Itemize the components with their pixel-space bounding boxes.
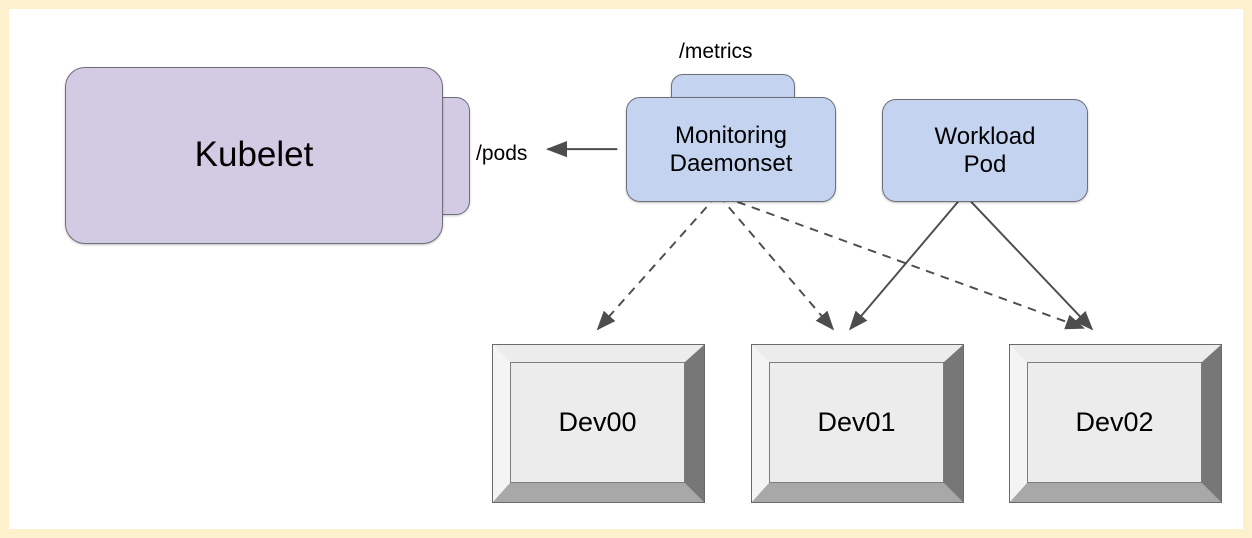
node-kubelet-label: Kubelet — [194, 135, 314, 175]
node-kubelet[interactable]: Kubelet — [65, 67, 443, 244]
device-label-0: Dev00 — [510, 362, 685, 483]
workload-line-1: Workload — [934, 122, 1036, 150]
node-workload-pod[interactable]: Workload Pod — [882, 99, 1088, 202]
node-workload-pod-label: Workload Pod — [935, 123, 1036, 179]
device-label-1: Dev01 — [769, 362, 944, 483]
edge-daemonset-to-dev00 — [596, 194, 718, 331]
edge-workload-to-dev02 — [964, 194, 1094, 331]
device-label-2: Dev02 — [1027, 362, 1202, 483]
device-node-2[interactable]: Dev02 — [1009, 344, 1222, 503]
node-monitoring-daemonset[interactable]: Monitoring Daemonset — [626, 97, 836, 202]
workload-line-2: Pod — [963, 150, 1007, 178]
daemonset-line-2: Daemonset — [669, 149, 793, 177]
edge-workload-to-dev01 — [848, 194, 965, 331]
node-monitoring-daemonset-label: Monitoring Daemonset — [670, 122, 793, 178]
device-node-1[interactable]: Dev01 — [751, 344, 964, 503]
edge-daemonset-to-dev01 — [718, 194, 835, 331]
device-node-0[interactable]: Dev00 — [492, 344, 705, 503]
edge-daemonset-to-dev02 — [722, 195, 1085, 330]
label-metrics: /metrics — [679, 40, 753, 63]
daemonset-line-1: Monitoring — [674, 121, 788, 149]
label-pods: /pods — [476, 142, 528, 165]
